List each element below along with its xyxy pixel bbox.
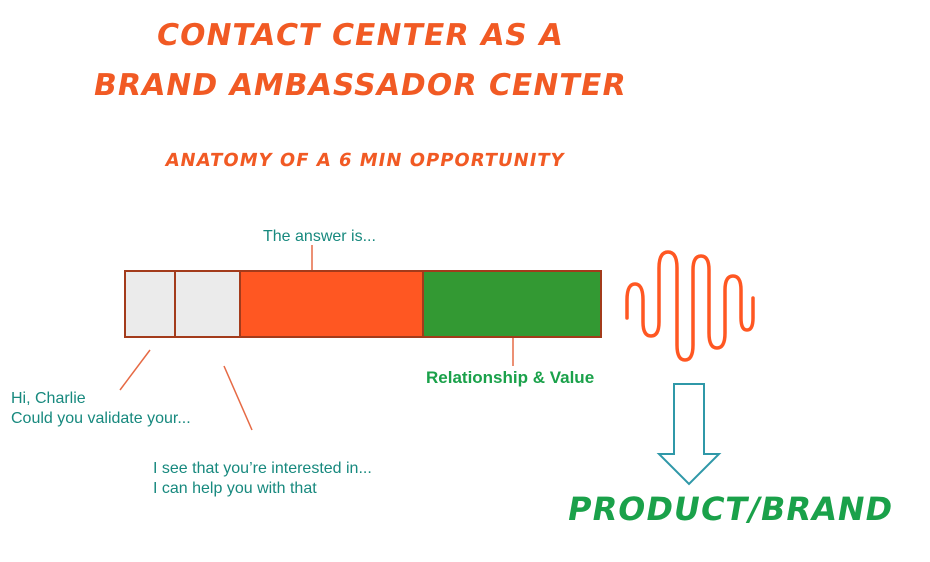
down-arrow-icon — [656, 383, 722, 486]
connector-greeting — [119, 349, 151, 391]
greeting-callout-line-1: Hi, Charlie — [11, 390, 86, 407]
timeline-segment-answer — [239, 270, 424, 338]
greeting-callout-line-2: Could you validate your... — [11, 410, 191, 427]
connector-interest — [223, 365, 253, 431]
timeline-segment-interest — [174, 270, 241, 338]
product-brand-label: PRODUCT/BRAND — [564, 490, 897, 528]
interest-callout-line-1: I see that you’re interested in... — [153, 460, 372, 477]
timeline-segment-greeting — [124, 270, 176, 338]
relationship-callout: Relationship & Value — [426, 368, 595, 387]
timeline-segment-relationship — [422, 270, 602, 338]
answer-callout: The answer is... — [263, 228, 376, 245]
sound-wave-icon — [625, 250, 755, 362]
interest-callout-line-2: I can help you with that — [153, 480, 317, 497]
